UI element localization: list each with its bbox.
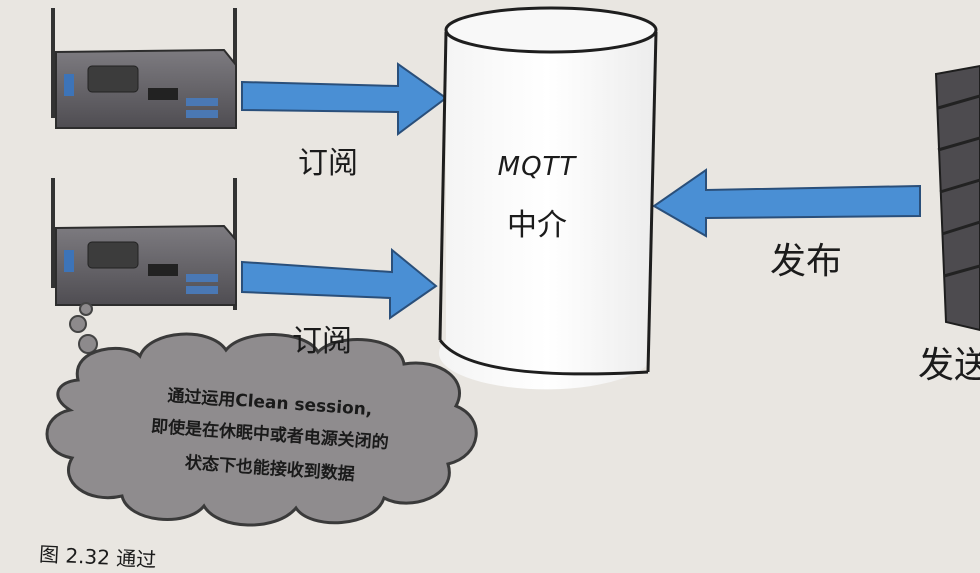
publish-arrow [652,168,921,238]
thought-bubble-mid [69,315,87,333]
broker-cylinder [438,6,658,390]
broker-title-line2: 中介 [507,208,567,243]
subscribe-arrow-1 [241,62,448,136]
device-1 [51,8,237,129]
sender-label: 发送 [918,345,980,386]
server-rack [934,64,980,332]
subscribe-arrow-2 [241,247,438,320]
note-cloud [45,332,478,527]
thought-bubble-large [78,334,98,354]
device-2 [51,178,237,310]
publish-label: 发布 [770,241,843,282]
broker-title-line1: MQTT [497,152,577,182]
subscribe-label-2: 订阅 [292,324,352,359]
subscribe-label-1: 订阅 [298,146,358,181]
thought-bubble-small [79,302,93,316]
